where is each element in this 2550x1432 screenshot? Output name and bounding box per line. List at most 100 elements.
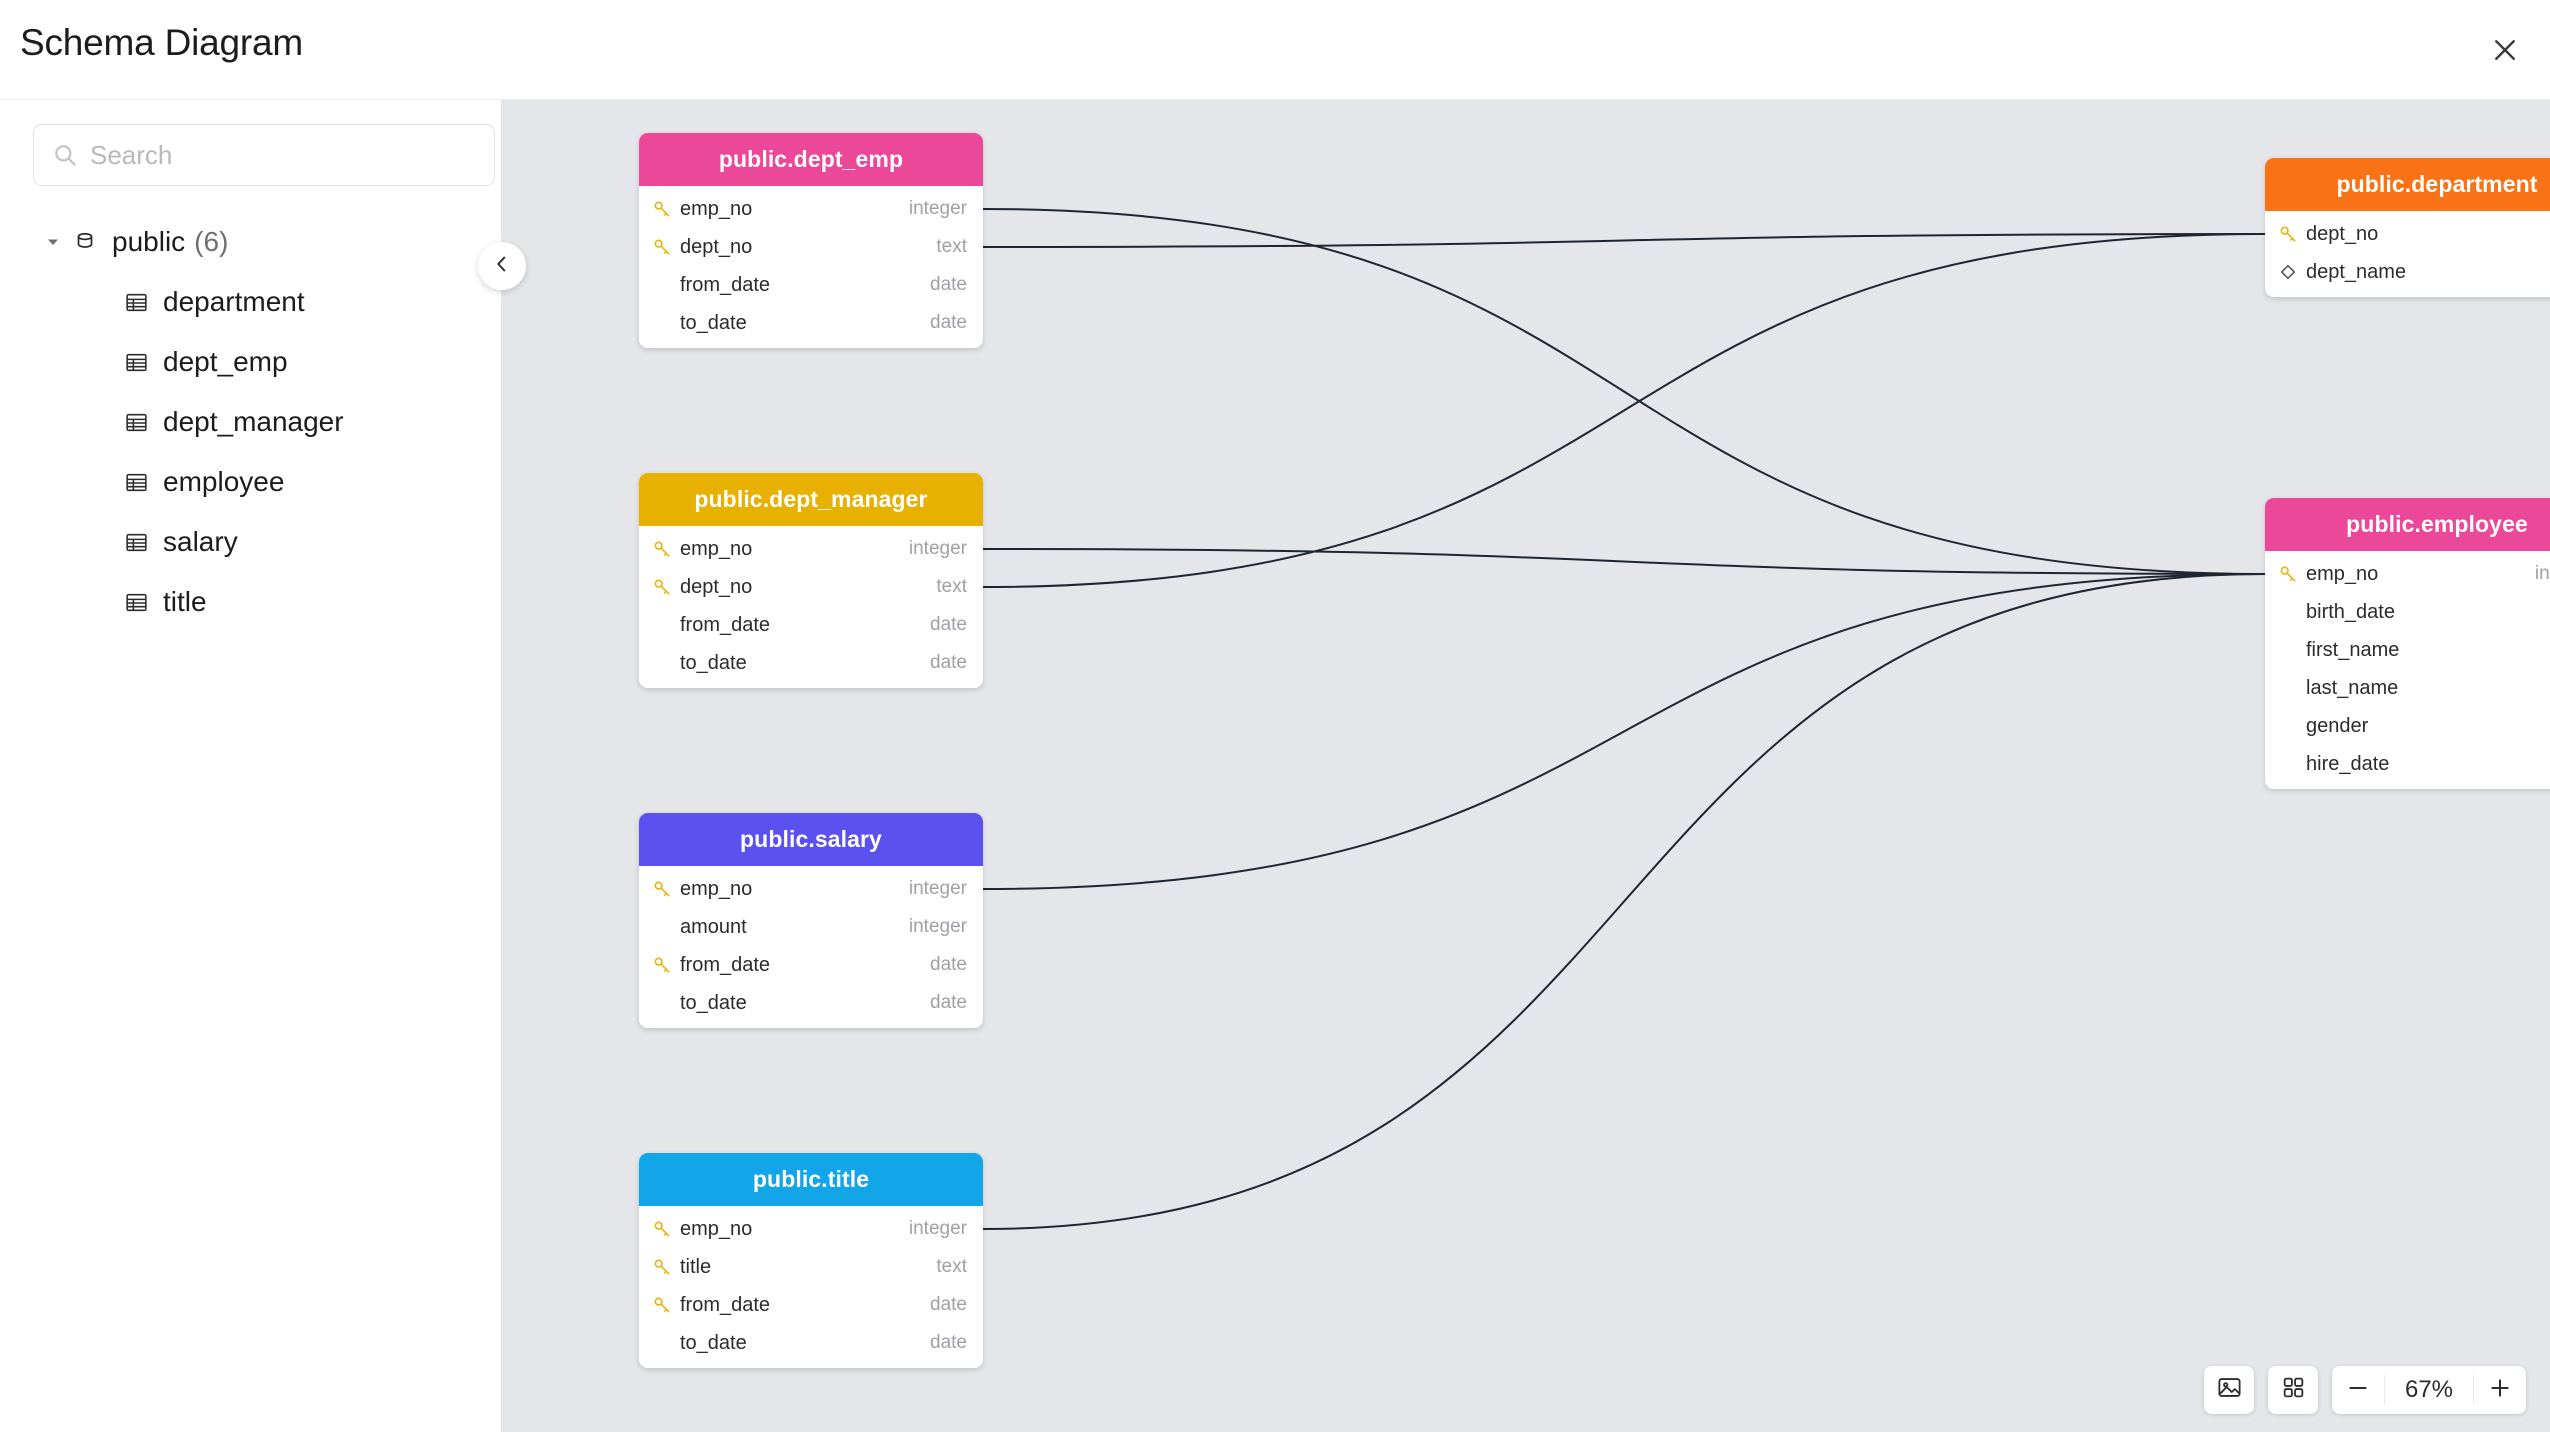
unique-index-icon: [2277, 261, 2299, 283]
sidebar-item-employee[interactable]: employee: [0, 452, 501, 512]
chevron-left-icon: [491, 253, 513, 280]
field-name: to_date: [680, 311, 747, 334]
field-type: integer: [908, 878, 967, 899]
edge-dept_manager.emp_no-to-employee.emp_no: [982, 548, 2266, 575]
edge-dept_emp.dept_no-to-department.dept_no: [982, 233, 2266, 248]
no-key-spacer: [651, 1332, 673, 1354]
field-type: integer: [908, 916, 967, 937]
edge-salary.emp_no-to-employee.emp_no: [982, 573, 2266, 890]
sidebar-item-salary[interactable]: salary: [0, 512, 501, 572]
primary-key-icon: [651, 954, 673, 976]
field-type: date: [930, 1332, 967, 1353]
table-node-department[interactable]: public.departmentdept_notextdept_nametex…: [2265, 158, 2550, 297]
sidebar-item-label: dept_emp: [163, 346, 288, 377]
table-node-fields: dept_notextdept_nametext: [2265, 211, 2550, 297]
field-type: date: [930, 1294, 967, 1315]
field-name: birth_date: [2306, 600, 2395, 623]
field-name: emp_no: [680, 877, 753, 900]
field-row-last_name[interactable]: last_nametext: [2265, 669, 2550, 707]
tree-node-public[interactable]: public (6): [0, 212, 501, 272]
caret-down-icon[interactable]: [42, 231, 64, 253]
sidebar-item-label: employee: [163, 466, 285, 497]
table-node-fields: emp_nointegerbirth_datedatefirst_nametex…: [2265, 551, 2550, 789]
field-row-amount[interactable]: amount integer: [639, 908, 983, 946]
edge-dept_emp.emp_no-to-employee.emp_no: [982, 208, 2266, 575]
search-input[interactable]: [90, 139, 476, 171]
field-name: from_date: [680, 953, 771, 976]
field-name: amount: [680, 915, 747, 938]
field-name: from_date: [680, 613, 771, 636]
field-type: integer: [908, 1218, 967, 1239]
no-key-spacer: [651, 274, 673, 296]
sidebar: public (6) department: [0, 100, 502, 1432]
field-name: dept_no: [680, 235, 753, 258]
table-icon: [124, 470, 149, 495]
field-type: text: [936, 576, 967, 597]
table-node-header: public.salary: [639, 813, 983, 866]
auto-layout-button[interactable]: [2268, 1366, 2318, 1414]
field-row-emp_no[interactable]: emp_no integer: [639, 870, 983, 908]
field-row-to_date[interactable]: to_date date: [639, 644, 983, 682]
no-key-spacer: [651, 312, 673, 334]
field-type: date: [930, 652, 967, 673]
no-key-spacer: [2277, 601, 2299, 623]
sidebar-item-title[interactable]: title: [0, 572, 501, 632]
zoom-out-button[interactable]: [2332, 1366, 2384, 1414]
primary-key-icon: [651, 538, 673, 560]
table-node-header: public.title: [639, 1153, 983, 1206]
field-row-dept_name[interactable]: dept_nametext: [2265, 253, 2550, 291]
primary-key-icon: [2277, 563, 2299, 585]
collapse-sidebar-button[interactable]: [478, 242, 526, 290]
field-name: from_date: [680, 273, 771, 296]
close-button[interactable]: [2477, 22, 2533, 78]
field-row-first_name[interactable]: first_nametext: [2265, 631, 2550, 669]
field-name: to_date: [680, 651, 747, 674]
table-node-employee[interactable]: public.employeeemp_nointegerbirth_dateda…: [2265, 498, 2550, 789]
schema-table-count: (6): [194, 226, 229, 257]
sidebar-item-label: salary: [163, 526, 238, 557]
field-name: dept_no: [2306, 222, 2379, 245]
field-row-gender[interactable]: gendertext: [2265, 707, 2550, 745]
export-image-button[interactable]: [2204, 1366, 2254, 1414]
sidebar-item-department[interactable]: department: [0, 272, 501, 332]
field-type: integer: [908, 538, 967, 559]
field-name: first_name: [2306, 638, 2400, 661]
divider: [2473, 1375, 2474, 1405]
field-name: to_date: [680, 991, 747, 1014]
sidebar-item-dept_emp[interactable]: dept_emp: [0, 332, 501, 392]
minus-icon: [2345, 1375, 2371, 1406]
zoom-in-button[interactable]: [2474, 1366, 2526, 1414]
search-box[interactable]: [33, 124, 495, 186]
field-type: integer: [908, 198, 967, 219]
no-key-spacer: [2277, 677, 2299, 699]
sidebar-item-dept_manager[interactable]: dept_manager: [0, 392, 501, 452]
zoom-level-label[interactable]: 67%: [2404, 1376, 2454, 1403]
table-node-header: public.department: [2265, 158, 2550, 211]
table-icon: [124, 290, 149, 315]
field-name: title: [680, 1255, 712, 1278]
